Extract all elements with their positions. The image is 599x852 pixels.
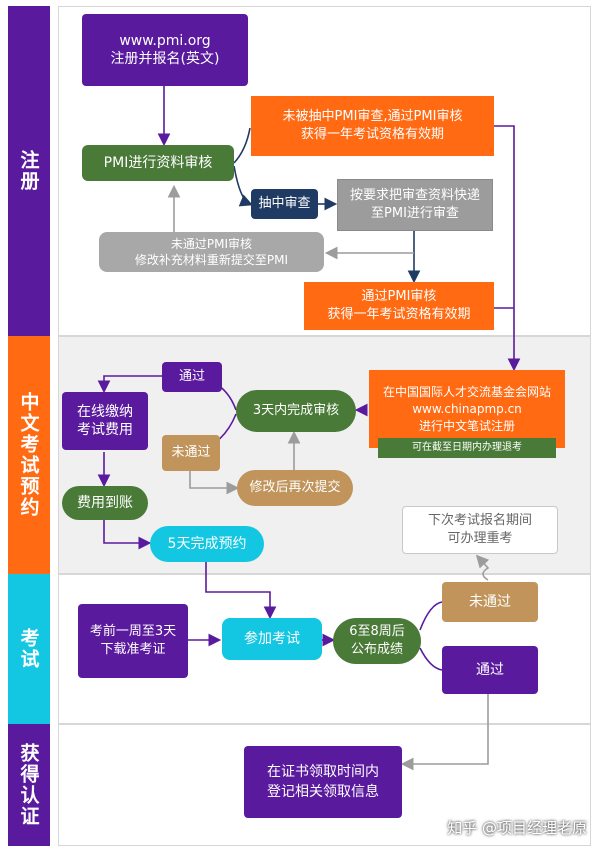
send-audit-text: 按要求把审查资料快递 至PMI进行审查 (349, 188, 480, 221)
pass-node-1: 通过 (162, 362, 222, 392)
fail-node-2: 未通过 (442, 582, 538, 622)
not-selected-text: 未被抽中PMI审查,通过PMI审核 获得一年考试资格有效期 (282, 109, 463, 142)
arrow-pass1-to-pay (97, 375, 162, 394)
download-ticket-text: 考前一周至3天 下载准考证 (89, 624, 177, 657)
line-results-to-fail2 (419, 601, 443, 631)
booking-5days-text: 5天完成预约 (167, 536, 247, 552)
retake-note-text: 下次考试报名期间 可办理重考 (427, 513, 532, 546)
review-3days-text: 3天内完成审核 (252, 403, 340, 418)
fail-text: 未通过 (171, 445, 211, 460)
lane-title: 考试 (17, 628, 40, 670)
cn-register-text: 在中国国际人才交流基金会网站 www.chinapmp.cn 进行中文笔试注册 (382, 384, 551, 433)
fee-received-node: 费用到账 (62, 486, 148, 520)
pass-node-2: 通过 (442, 646, 538, 694)
pmi-review-text: PMI进行资料审核 (103, 155, 213, 171)
register-text: www.pmi.org 注册并报名(英文) (110, 33, 220, 67)
results-text: 6至8周后 公布成绩 (349, 624, 405, 657)
cn-register-note: 可在截至日期内办理退考 (378, 438, 556, 458)
not-selected-node: 未被抽中PMI审查,通过PMI审核 获得一年考试资格有效期 (251, 96, 494, 156)
lane-title: 注册 (17, 150, 40, 192)
pay-fee-node: 在线缴纳 考试费用 (62, 392, 148, 450)
audit-passed-node: 通过PMI审核 获得一年考试资格有效期 (304, 282, 494, 330)
resubmit-text: 修改后再次提交 (249, 480, 341, 495)
certificate-node: 在证书领取时间内 登记相关领取信息 (244, 746, 402, 818)
pmi-review-node: PMI进行资料审核 (82, 145, 234, 181)
pass-text: 通过 (476, 662, 504, 678)
review-3days-node: 3天内完成审核 (236, 390, 356, 432)
arrow-pass2-to-cert (400, 694, 489, 771)
lane-label-certification: 获得认证 (8, 724, 50, 846)
audit-passed-text: 通过PMI审核 获得一年考试资格有效期 (327, 289, 471, 322)
certificate-text: 在证书领取时间内 登记相关领取信息 (267, 764, 379, 800)
send-audit-node: 按要求把审查资料快递 至PMI进行审查 (337, 179, 493, 231)
fail-node-1: 未通过 (162, 435, 220, 471)
audit-failed-node: 未通过PMI审核 修改补充材料重新提交至PMI (99, 232, 324, 272)
resubmit-node: 修改后再次提交 (237, 470, 353, 506)
arrow-fail2-to-retake (475, 554, 490, 581)
fee-received-text: 费用到账 (77, 495, 133, 511)
arrow-fee-to-booking (103, 520, 152, 550)
audit-failed-text: 未通过PMI审核 修改补充材料重新提交至PMI (134, 237, 289, 267)
take-exam-node: 参加考试 (222, 618, 322, 660)
watermark: 知乎 @项目经理老原 (447, 819, 587, 837)
pass-text: 通过 (178, 369, 205, 384)
download-ticket-node: 考前一周至3天 下载准考证 (78, 604, 188, 678)
arrow-fail1-to-resubmit (189, 470, 240, 495)
lane-label-exam: 考试 (8, 574, 50, 724)
lane-title: 获得认证 (17, 743, 40, 827)
booking-5days-node: 5天完成预约 (150, 526, 264, 562)
lane-label-cn-booking: 中文考试预约 (8, 336, 50, 574)
lane-label-registration: 注册 (8, 6, 50, 336)
audit-selected-node: 抽中审查 (251, 189, 318, 219)
line-results-to-pass2 (419, 647, 443, 671)
line-review-to-not-selected (233, 127, 251, 164)
cn-register-node: 在中国国际人才交流基金会网站 www.chinapmp.cn 进行中文笔试注册 (369, 370, 565, 448)
pay-fee-text: 在线缴纳 考试费用 (77, 404, 133, 438)
audit-selected-text: 抽中审查 (258, 196, 311, 211)
register-node: www.pmi.org 注册并报名(英文) (82, 14, 248, 86)
arrow-not-selected-to-cn (494, 125, 521, 372)
lane-title: 中文考试预约 (17, 392, 40, 518)
arrow-booking-to-exam (205, 562, 277, 620)
fail-text: 未通过 (469, 594, 511, 610)
results-node: 6至8周后 公布成绩 (333, 618, 421, 664)
retake-note-node: 下次考试报名期间 可办理重考 (402, 506, 558, 554)
arrow-review-to-audit (233, 165, 253, 207)
take-exam-text: 参加考试 (244, 631, 300, 647)
cn-register-note-text: 可在截至日期内办理退考 (412, 442, 522, 453)
